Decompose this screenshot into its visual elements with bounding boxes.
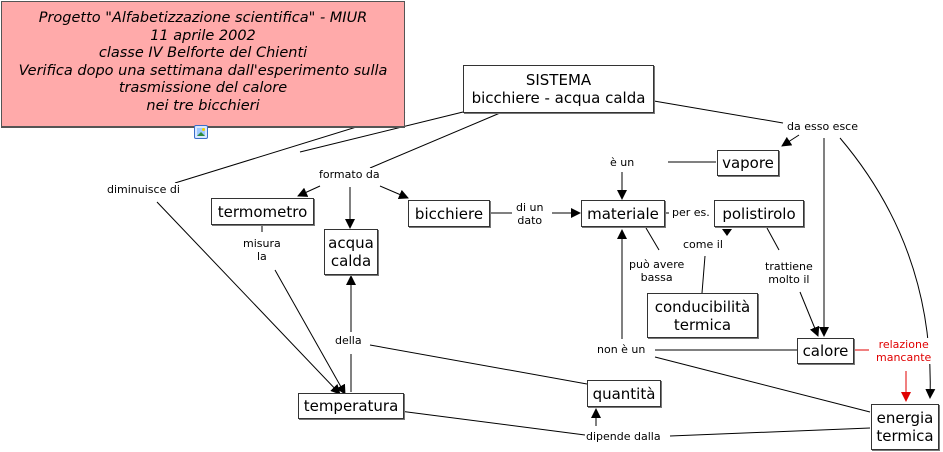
- link-text: diminuisce di: [107, 183, 180, 196]
- concept-text: vapore: [722, 154, 774, 172]
- link-text: bassa: [640, 271, 673, 284]
- link-text: la: [256, 250, 267, 263]
- image-sun: [202, 128, 205, 131]
- edge-trattiene-calore: [799, 291, 820, 337]
- concept-text: materiale: [587, 204, 659, 223]
- concept-quantita[interactable]: quantità: [587, 380, 661, 407]
- link-trattiene-molto-il[interactable]: trattiene molto il: [764, 260, 814, 286]
- project-header-note: Progetto "Alfabetizzazione scientifica" …: [1, 1, 405, 128]
- link-text: molto il: [768, 273, 810, 286]
- come-il-arrowhead: [722, 229, 732, 236]
- concept-text: termometro: [217, 202, 308, 221]
- image-attachment-icon[interactable]: [194, 125, 208, 139]
- concept-polistirolo[interactable]: polistirolo: [714, 200, 804, 227]
- link-puo-avere-bassa[interactable]: può avere bassa: [628, 258, 686, 284]
- header-line: 11 aprile 2002: [150, 27, 256, 44]
- concept-termometro[interactable]: termometro: [211, 198, 314, 225]
- link-text: come il: [683, 238, 723, 251]
- link-non-e-un[interactable]: non è un: [596, 343, 647, 356]
- header-line: nei tre bicchieri: [146, 97, 260, 114]
- image-hill: [197, 132, 205, 136]
- concept-text: termica: [673, 315, 732, 334]
- concept-energia-termica[interactable]: energia termica: [871, 404, 939, 450]
- concept-text: bicchiere - acqua calda: [471, 89, 646, 107]
- link-text: misura: [243, 237, 281, 250]
- link-text: dato: [517, 214, 543, 227]
- link-come-il[interactable]: come il: [682, 238, 724, 251]
- concept-temperatura[interactable]: temperatura: [298, 393, 404, 419]
- link-text: da esso esce: [787, 120, 858, 133]
- edge-formato-termometro: [297, 185, 321, 197]
- concept-vapore[interactable]: vapore: [717, 150, 779, 176]
- link-text: può avere: [629, 258, 685, 271]
- header-line: classe IV Belforte del Chienti: [98, 45, 308, 61]
- edge-dipende-temperatura: [383, 405, 586, 436]
- concept-materiale[interactable]: materiale: [581, 200, 665, 227]
- link-diminuisce-di[interactable]: diminuisce di: [106, 183, 181, 196]
- edge-noneun-energia: [654, 356, 871, 413]
- concept-text: calda: [330, 252, 372, 270]
- concept-text: SISTEMA: [525, 71, 592, 89]
- edge-comeil-conducibilita: [701, 255, 706, 294]
- edge-materiale-puoavere: [645, 227, 660, 251]
- link-dipende-dalla[interactable]: dipende dalla: [585, 430, 662, 443]
- link-text: non è un: [597, 343, 646, 356]
- concept-sistema[interactable]: SISTEMA bicchiere - acqua calda: [463, 65, 654, 113]
- concept-text: polistirolo: [722, 204, 796, 223]
- concept-text: acqua: [328, 234, 374, 252]
- header-line: Progetto "Alfabetizzazione scientifica" …: [38, 10, 368, 26]
- link-misura-la[interactable]: misura la: [242, 237, 282, 263]
- header-line: Verifica dopo una settimana dall'esperim…: [18, 62, 388, 79]
- link-e-un[interactable]: è un: [609, 156, 636, 169]
- concept-text: conducibilità: [654, 297, 751, 316]
- edge-della-quantita: [369, 344, 588, 385]
- concept-bicchiere[interactable]: bicchiere: [408, 200, 490, 227]
- concept-conducibilita-termica[interactable]: conducibilità termica: [647, 293, 758, 338]
- edge-sistema-formato: [369, 112, 501, 169]
- link-text: relazione: [878, 338, 929, 351]
- link-relazione-mancante[interactable]: relazione mancante: [875, 338, 933, 364]
- concept-calore[interactable]: calore: [797, 338, 854, 364]
- link-formato-da[interactable]: formato da: [318, 168, 381, 181]
- link-text: è un: [610, 156, 635, 169]
- link-text: mancante: [876, 351, 932, 364]
- link-text: trattiene: [765, 260, 813, 273]
- link-text: della: [335, 334, 362, 347]
- concept-text: calore: [802, 342, 849, 360]
- concept-text: energia: [876, 409, 934, 427]
- link-text: formato da: [319, 168, 380, 181]
- concept-text: bicchiere: [414, 204, 484, 223]
- concept-acqua-calda[interactable]: acqua calda: [324, 229, 378, 275]
- concept-text: quantità: [592, 384, 656, 403]
- concept-text: temperatura: [303, 397, 399, 415]
- edge-diminuisce-temperatura: [156, 201, 341, 395]
- link-text: per es.: [672, 206, 710, 219]
- edge-sistema-diminuisce: [299, 111, 464, 153]
- edge-energia-dipende: [669, 427, 871, 437]
- link-text: dipende dalla: [586, 430, 661, 443]
- edge-daesso-vapore: [781, 134, 800, 147]
- concept-text: termica: [876, 427, 934, 445]
- link-da-esso-esce[interactable]: da esso esce: [786, 120, 859, 133]
- edge-misura-temperatura: [274, 269, 346, 395]
- link-di-un-dato[interactable]: di un dato: [515, 201, 545, 227]
- edge-polistirolo-trattiene: [766, 227, 780, 251]
- edge-sistema-daessoesce: [653, 100, 784, 124]
- header-line: trasmissione del calore: [118, 80, 288, 96]
- edge-formato-bicchiere: [379, 185, 409, 200]
- link-per-es[interactable]: per es.: [671, 206, 711, 219]
- link-della[interactable]: della: [334, 334, 363, 347]
- link-text: di un: [516, 201, 544, 214]
